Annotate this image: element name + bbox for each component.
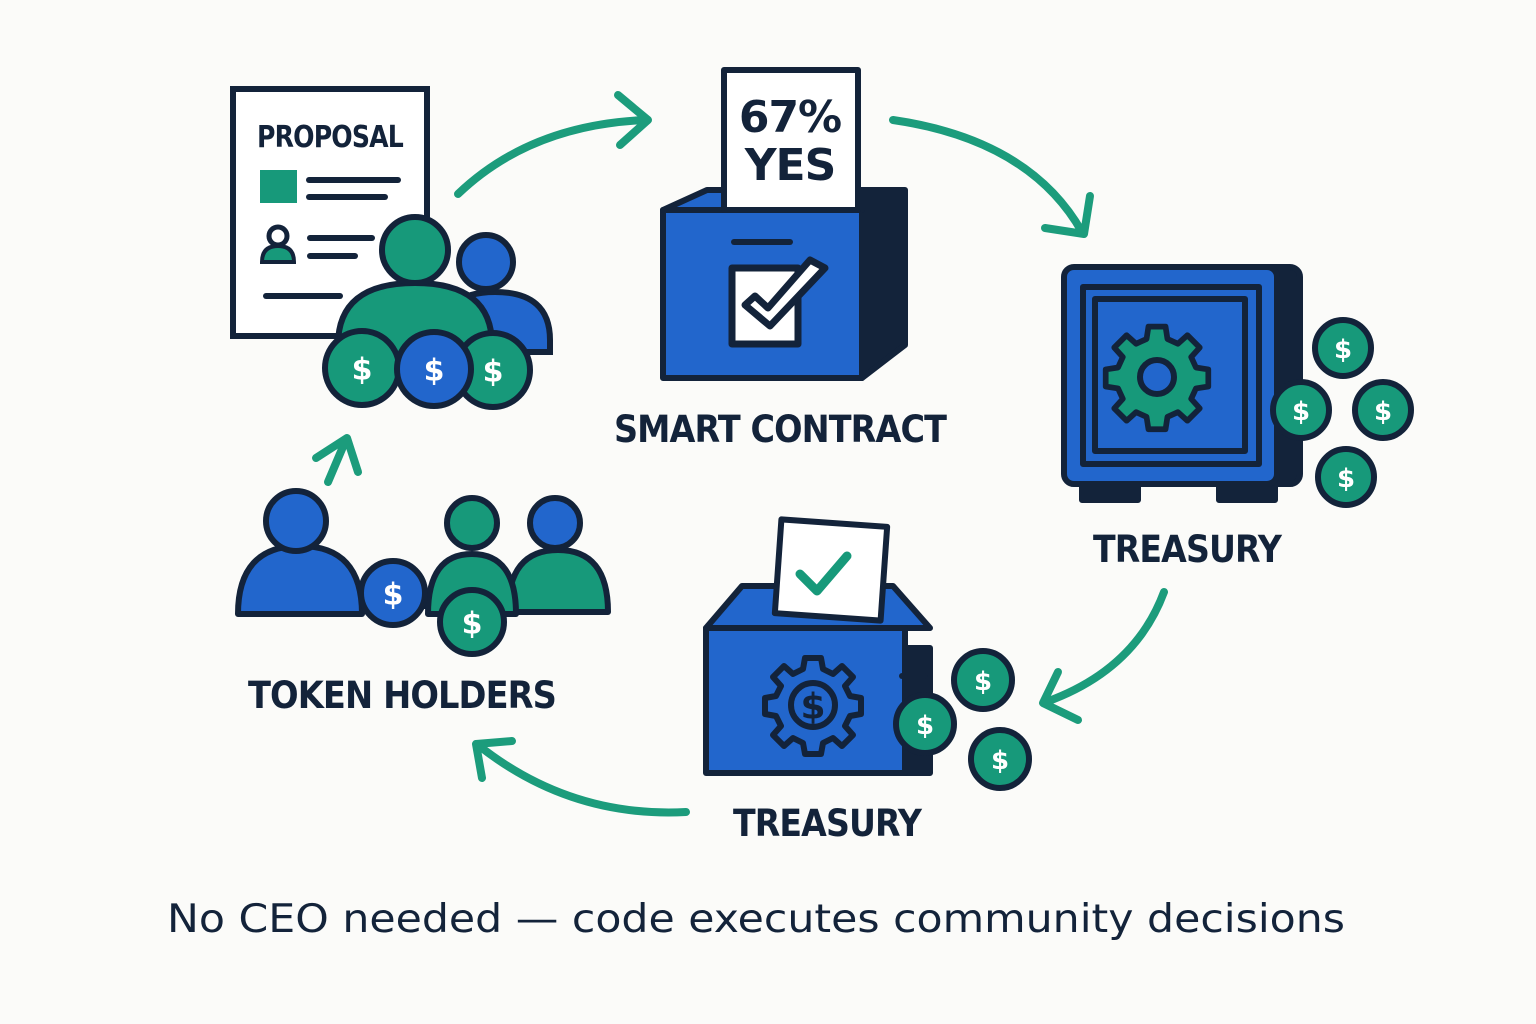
arrow-contract-to-treasury-icon <box>889 116 1094 238</box>
token-holders-coins: $ $ <box>358 558 507 657</box>
ballot-percent: 67% <box>739 92 841 143</box>
coin-icon: $ <box>1352 379 1414 441</box>
coin-icon: $ <box>394 329 474 409</box>
coin-symbol: $ <box>974 667 992 697</box>
coin-icon: $ <box>358 558 428 628</box>
gear-icon <box>762 655 864 757</box>
coin-symbol: $ <box>352 353 373 388</box>
coin-icon: $ <box>1312 317 1374 379</box>
proposal-coins: $ $ $ <box>322 328 533 410</box>
caption: No CEO needed — code executes community … <box>167 897 1345 942</box>
coin-icon: $ <box>968 727 1032 791</box>
coin-symbol: $ <box>483 355 504 390</box>
coin-icon: $ <box>893 692 957 756</box>
proposal-square-icon <box>260 170 297 203</box>
coin-icon: $ <box>322 328 402 408</box>
checkmark-icon <box>795 551 852 596</box>
coin-icon: $ <box>437 587 507 657</box>
coin-symbol: $ <box>1337 464 1355 494</box>
ballot-paper <box>721 67 861 213</box>
coin-symbol: $ <box>1334 335 1352 365</box>
checkmark-icon <box>741 256 829 330</box>
coin-symbol: $ <box>916 711 934 741</box>
coin-icon: $ <box>1315 446 1377 508</box>
coin-icon: $ <box>1270 379 1332 441</box>
smart-contract-label: SMART CONTRACT <box>614 408 948 451</box>
coin-symbol: $ <box>1374 397 1392 427</box>
coin-symbol: $ <box>1292 397 1310 427</box>
ballot-yes: YES <box>744 140 836 191</box>
arrow-treasury-to-payout-icon <box>1039 588 1168 724</box>
safe-icon <box>1061 264 1303 503</box>
treasury-label-bottom: TREASURY <box>733 802 923 845</box>
coin-symbol: $ <box>991 746 1009 776</box>
gear-icon <box>1102 323 1212 433</box>
treasury-label-top: TREASURY <box>1093 528 1283 571</box>
treasury-coins-top: $ $ $ $ <box>1270 317 1414 508</box>
ballot-box-icon <box>660 67 908 381</box>
arrow-holders-to-proposal-icon <box>312 434 362 486</box>
treasury-coins-bottom: $ $ $ <box>893 648 1032 791</box>
treasury-box-icon <box>703 516 933 776</box>
arrow-payout-to-holders-icon <box>472 737 690 817</box>
coin-icon: $ <box>951 648 1015 712</box>
coin-symbol: $ <box>462 607 483 642</box>
coin-symbol: $ <box>383 578 404 613</box>
token-holders-people-icon <box>235 488 611 617</box>
coin-symbol: $ <box>424 354 445 389</box>
treasury-gear-dollar: $ <box>800 687 825 728</box>
token-holders-label: TOKEN HOLDERS <box>248 674 556 717</box>
cycle-arrows <box>312 91 1168 817</box>
arrow-proposal-to-contract-icon <box>454 91 652 198</box>
proposal-person-icon <box>259 224 297 264</box>
proposal-title: PROPOSAL <box>257 120 404 155</box>
